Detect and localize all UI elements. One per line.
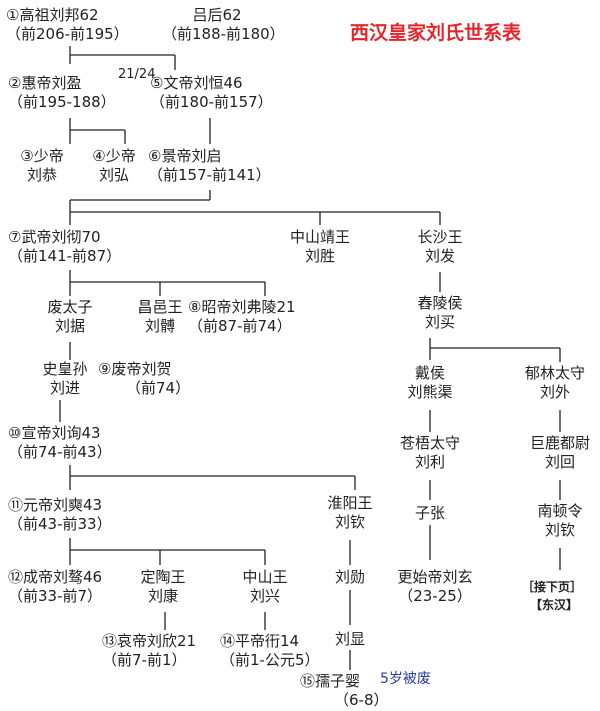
diagram-title: 西汉皇家刘氏世系表 xyxy=(350,22,522,44)
node-aidi: ⑬哀帝刘欣21 （前7-前1） xyxy=(102,632,197,669)
deposed-note: 5岁被废 xyxy=(380,671,431,687)
node-lvhou: 吕后62 （前188-前180） xyxy=(162,6,285,43)
node-cangwu: 苍梧太守 刘利 xyxy=(399,434,460,471)
node-dingtao: 定陶王 刘康 xyxy=(140,568,186,605)
node-liuxun: 刘勋 xyxy=(334,568,365,586)
node-zhongshan-jing: 中山靖王 刘胜 xyxy=(289,228,350,265)
dynasty-note: 【东汉】 xyxy=(530,598,579,612)
node-yuandi: ⑪元帝刘奭43 （前43-前33） xyxy=(8,496,112,533)
node-changsha: 长沙王 刘发 xyxy=(417,228,463,265)
node-shaodi-3: ③少帝 刘恭 xyxy=(20,147,64,184)
node-chongling: 舂陵侯 刘买 xyxy=(417,294,463,331)
reign-note: 21/24 xyxy=(118,67,156,82)
node-changyi: 昌邑王 刘髆 xyxy=(137,298,183,335)
node-chengdi: ⑫成帝刘骜46 （前33-前7） xyxy=(8,568,103,605)
node-shihuangsun: 史皇孙 刘进 xyxy=(42,360,88,397)
node-gaozu: ①高祖刘邦62 （前206-前195） xyxy=(6,6,129,43)
node-ruzi: ⑮孺子婴 （6-8） xyxy=(300,672,389,709)
node-wendi: ⑤文帝刘恒46 （前180-前157） xyxy=(150,74,273,111)
node-feitaizi: 废太子 刘据 xyxy=(47,298,93,335)
node-liuxian: 刘显 xyxy=(334,630,365,648)
node-wudi: ⑦武帝刘彻70 （前141-前87） xyxy=(8,228,122,265)
node-julu: 巨鹿都尉 刘回 xyxy=(529,434,590,471)
node-huidi: ②惠帝刘盈 （前195-188） xyxy=(8,74,116,111)
node-pingdi: ⑭平帝衎14 （前1-公元5） xyxy=(220,632,320,669)
node-feidi: ⑨废帝刘贺 （前74） xyxy=(98,360,191,397)
node-gengshi: 更始帝刘玄 （23-25） xyxy=(397,568,473,605)
node-zhongshan-xing: 中山王 刘兴 xyxy=(242,568,288,605)
node-yulin: 郁林太守 刘外 xyxy=(524,364,585,401)
node-xuandi: ⑩宣帝刘询43 （前74-前43） xyxy=(8,424,112,461)
node-jingdi: ⑥景帝刘启 （前157-前141） xyxy=(148,147,271,184)
node-huaiyang: 淮阳王 刘钦 xyxy=(327,494,373,531)
node-nandun: 南顿令 刘钦 xyxy=(537,502,583,539)
node-zizhang: 子张 xyxy=(414,504,445,522)
node-zhaodi: ⑧昭帝刘弗陵21 （前87-前74） xyxy=(188,298,296,335)
node-shaodi-4: ④少帝 刘弘 xyxy=(92,147,136,184)
node-daihou: 戴侯 刘熊渠 xyxy=(407,364,453,401)
continued-note: ［接下页］ xyxy=(522,580,583,594)
